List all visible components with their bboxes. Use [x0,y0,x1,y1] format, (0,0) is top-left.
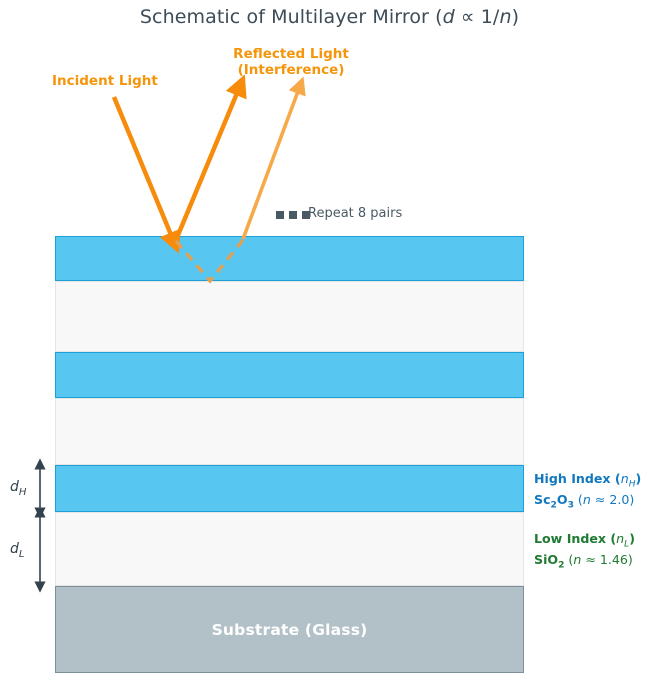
low-index-formula-sio: SiO [534,552,559,568]
thickness-sub-low: L [18,548,25,560]
low-index-value-text: ≈ 1.46) [581,552,633,568]
layer-low-index-2 [55,398,524,465]
high-index-value-open: ( [573,492,583,508]
high-index-formula-o: O [556,492,568,508]
title-variable-n: n [499,6,512,28]
high-index-title: High Index (nH) [534,471,642,490]
repeat-dot-2 [289,211,297,219]
layer-low-index-3 [55,512,524,586]
low-index-title-var: n [616,531,625,546]
substrate-label: Substrate (Glass) [211,620,368,639]
reflected-ray-arrow-primary [173,74,247,241]
low-index-formula-sub1: 2 [558,560,565,571]
high-index-legend: High Index (nH) Sc2O3 (n ≈ 2.0) [534,471,642,511]
title-suffix: ) [511,6,520,28]
low-index-formula: SiO2 (n ≈ 1.46) [534,552,635,571]
repeat-pairs-label: Repeat 8 pairs [308,206,403,221]
thickness-label-high: dH [10,479,26,498]
title-prefix: Schematic of Multilayer Mirror ( [139,6,443,28]
incident-light-label: Incident Light [52,73,158,90]
incident-light-text: Incident Light [52,73,158,89]
low-index-legend: Low Index (nL) SiO2 (n ≈ 1.46) [534,531,635,571]
incident-ray-arrow [111,96,181,254]
title-proportional: ∝ 1/ [454,6,500,28]
high-index-value-text: ≈ 2.0) [590,492,635,508]
low-index-title-close: ) [629,531,635,546]
low-index-title-sub: L [624,539,630,550]
layer-high-index-2 [55,352,524,398]
title-variable-d: d [442,6,455,28]
high-index-formula: Sc2O3 (n ≈ 2.0) [534,492,641,511]
high-index-title-close: ) [635,471,642,486]
layer-substrate: Substrate (Glass) [55,586,524,673]
high-index-formula-sc: Sc [534,492,551,508]
reflected-light-line1: Reflected Light [233,46,349,62]
repeat-dots [276,211,310,219]
high-index-value-var: n [582,492,591,508]
high-index-formula-sub1: 2 [550,500,557,511]
high-index-title-text: High Index ( [534,471,621,486]
low-index-value-open: ( [564,552,574,568]
high-index-title-sub: H [628,479,636,490]
low-index-title: Low Index (nL) [534,531,635,550]
thickness-sub-high: H [18,486,27,498]
page-title: Schematic of Multilayer Mirror (d ∝ 1/n) [0,6,659,28]
layer-high-index-1 [55,236,524,281]
reflected-light-label: Reflected Light (Interference) [224,46,358,79]
high-index-formula-sub2: 3 [567,500,574,511]
thickness-label-low: dL [10,541,25,560]
repeat-dot-3 [302,211,310,219]
layer-high-index-3 [55,465,524,512]
high-index-title-var: n [620,471,629,486]
low-index-title-text: Low Index ( [534,531,617,546]
thickness-symbol-low: d [10,541,19,557]
layer-low-index-1 [55,281,524,352]
thickness-symbol-high: d [10,479,19,495]
repeat-dot-1 [276,211,284,219]
reflected-light-line2: (Interference) [237,61,345,78]
low-index-value-var: n [573,552,582,568]
